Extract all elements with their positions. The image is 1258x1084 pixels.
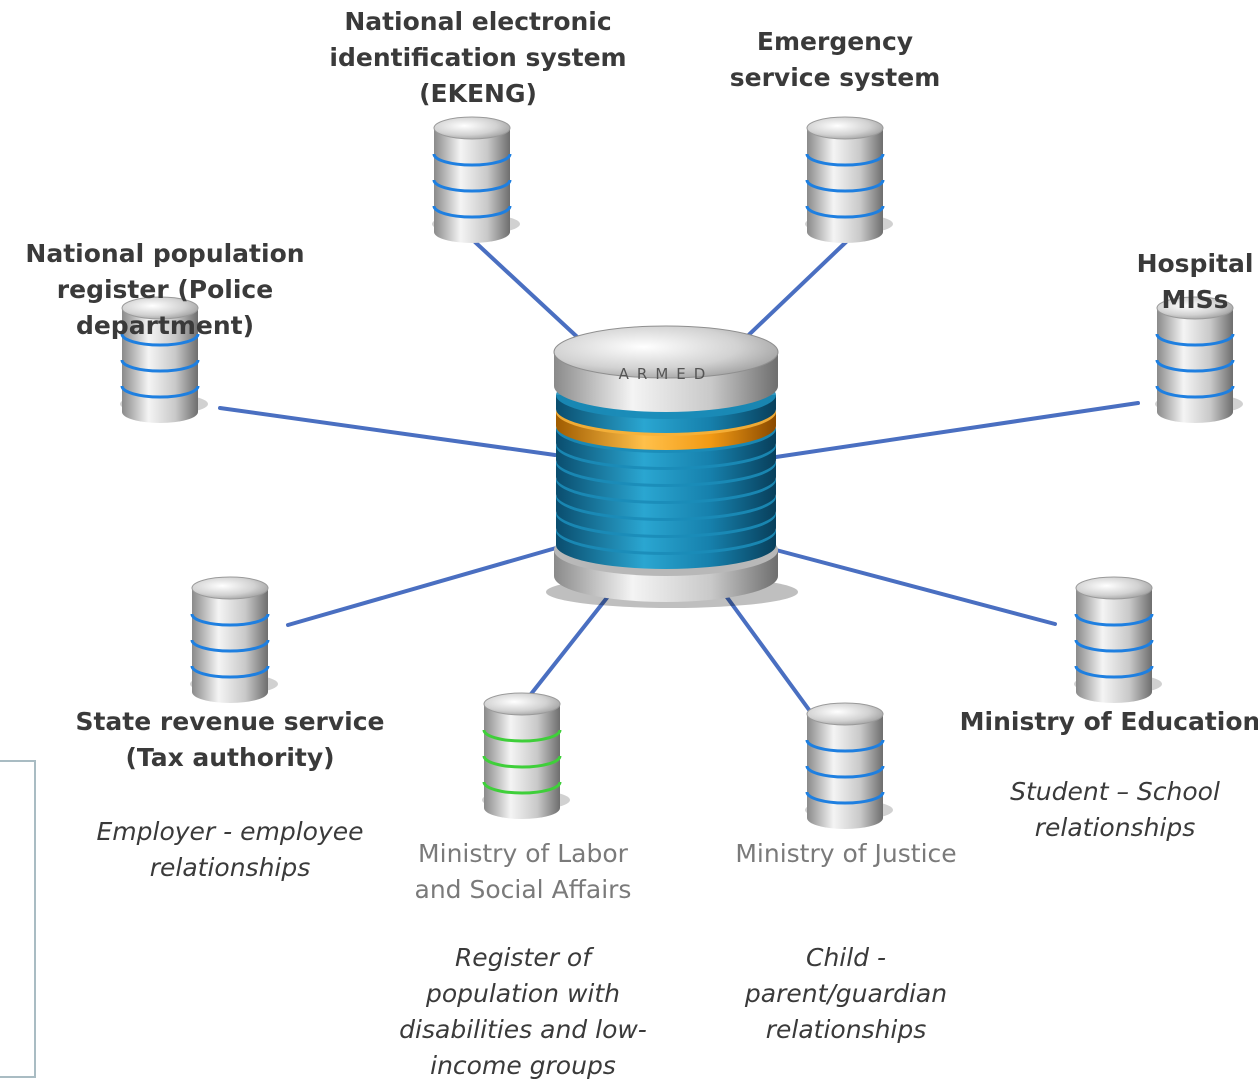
education-title: Ministry of Education — [959, 707, 1258, 736]
population-connector — [218, 406, 557, 457]
justice-desc: Child - parent/guardian relationships — [744, 943, 948, 1044]
ekeng-title: National electronic identification syste… — [329, 7, 627, 108]
ekeng-connector — [473, 240, 590, 349]
education-desc: Student – School relationships — [1010, 777, 1220, 842]
justice-title: Ministry of Justice — [735, 839, 957, 868]
armed-hub-database: ARMED — [546, 325, 798, 608]
left-side-bar — [0, 760, 36, 1078]
hospital-title: Hospital MISs — [1136, 249, 1254, 314]
population-database-icon — [120, 296, 208, 423]
justice-connector — [716, 583, 817, 720]
ekeng-database-icon — [432, 116, 520, 243]
hospital-database-icon — [1155, 296, 1243, 423]
population-title: National population register (Police dep… — [25, 239, 305, 340]
armed-hub-label: ARMED — [619, 365, 714, 383]
revenue-title: State revenue service (Tax authority) — [75, 707, 385, 772]
revenue-desc: Employer - employee relationships — [96, 817, 364, 882]
education-database-icon — [1074, 576, 1162, 703]
labor-database-icon — [482, 692, 570, 819]
justice-database-icon — [805, 702, 893, 829]
labor-desc: Register of population with disabilities… — [399, 943, 647, 1080]
emergency-title: Emergency service system — [729, 27, 941, 92]
education-connector — [774, 548, 1057, 626]
labor-connector — [518, 583, 619, 710]
revenue-database-icon — [190, 576, 278, 703]
emergency-database-icon — [805, 116, 893, 243]
hospital-connector — [774, 401, 1140, 459]
revenue-connector — [286, 546, 558, 627]
labor-title: Ministry of Labor and Social Affairs — [414, 839, 632, 904]
